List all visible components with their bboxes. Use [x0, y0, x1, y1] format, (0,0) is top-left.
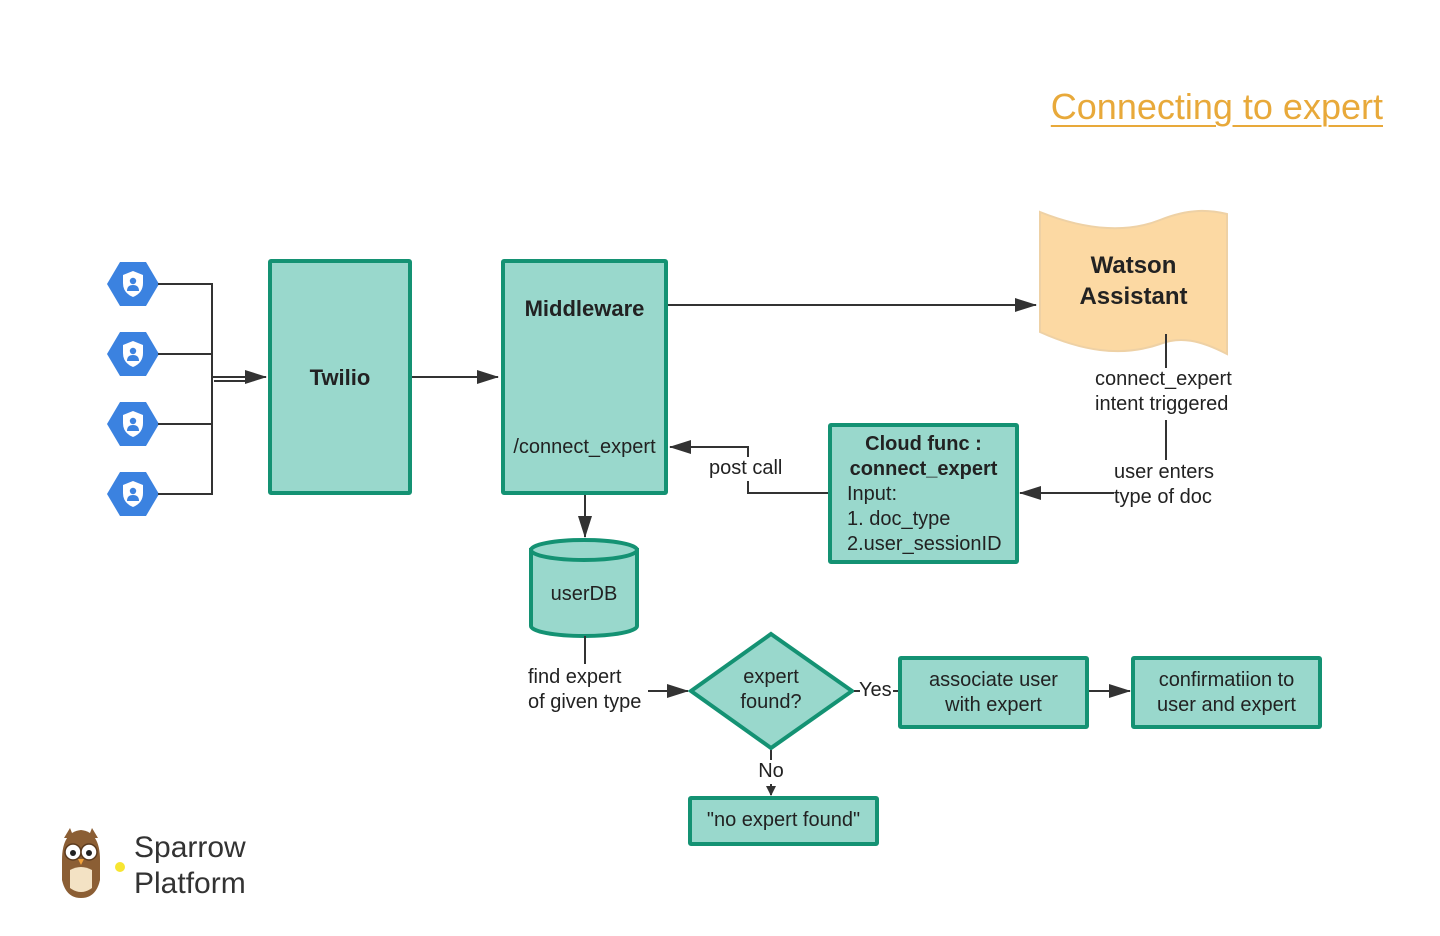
- confirm-line1: confirmatiion to: [1158, 669, 1295, 691]
- watson-line1: Watson: [1090, 252, 1177, 279]
- intent-line1: connect_expert: [1095, 368, 1232, 390]
- logo-text: Sparrow Platform: [134, 830, 246, 902]
- watson-assistant-node: [1039, 209, 1228, 356]
- cloud-func-input-label: Input:: [847, 483, 898, 505]
- cloud-func-title2: connect_expert: [849, 458, 998, 480]
- intent-line2: intent triggered: [1095, 393, 1229, 415]
- twilio-label: Twilio: [309, 365, 371, 390]
- cloud-func-input2: 2.user_sessionID: [847, 533, 1002, 555]
- userdb-node: [529, 538, 639, 638]
- diagram-title: Connecting to expert: [1050, 86, 1383, 127]
- intent-label: connect_expert intent triggered: [1095, 367, 1232, 417]
- no-expert-label: "no expert found": [706, 809, 861, 831]
- decision-line1: expert: [743, 666, 799, 688]
- associate-line2: with expert: [945, 694, 1042, 716]
- user-shield-icon: [107, 472, 159, 516]
- middleware-endpoint: /connect_expert: [513, 436, 656, 458]
- logo-line2: Platform: [134, 867, 246, 900]
- user-enters-label: user enters type of doc: [1114, 460, 1215, 510]
- owl-icon: [62, 828, 100, 898]
- yes-label: Yes: [859, 679, 892, 701]
- associate-node: associate user with expert: [898, 656, 1089, 729]
- logo-dot: [115, 862, 125, 872]
- confirmation-node: confirmatiion to user and expert: [1131, 656, 1322, 729]
- logo-line1: Sparrow: [134, 831, 246, 864]
- watson-label: Watson Assistant: [1040, 250, 1227, 312]
- user-shield-icon: [107, 402, 159, 446]
- find-expert-label: find expert of given type: [528, 665, 641, 715]
- user-shield-icon: [107, 262, 159, 306]
- user-enters-line1: user enters: [1114, 461, 1215, 483]
- cloudfunc-to-middleware-connector: [669, 440, 828, 494]
- associate-line1: associate user: [929, 669, 1058, 691]
- userdb-to-decision-connector: [584, 636, 689, 698]
- decision-label: expert found?: [711, 665, 831, 715]
- middleware-title: Middleware: [524, 296, 645, 321]
- user-enters-line2: type of doc: [1114, 486, 1212, 508]
- watson-line2: Assistant: [1079, 283, 1188, 310]
- cloud-func-node: Cloud func : connect_expert Input: 1. do…: [828, 423, 1019, 564]
- middleware-node: Middleware /connect_expert: [501, 259, 668, 495]
- confirm-line2: user and expert: [1157, 694, 1296, 716]
- cloud-func-title1: Cloud func :: [865, 433, 982, 455]
- find-expert-line1: find expert: [528, 666, 622, 688]
- twilio-node: Twilio: [268, 259, 412, 495]
- user-shield-icon: [107, 332, 159, 376]
- user-to-twilio-connectors: [158, 283, 267, 495]
- no-expert-node: "no expert found": [688, 796, 879, 846]
- cloud-func-input1: 1. doc_type: [847, 508, 951, 530]
- userdb-label: userDB: [550, 583, 618, 605]
- no-label: No: [758, 760, 784, 782]
- expert-found-decision: [687, 631, 856, 751]
- find-expert-line2: of given type: [528, 691, 642, 713]
- post-call-label: post call: [709, 457, 783, 479]
- decision-line2: found?: [740, 691, 802, 713]
